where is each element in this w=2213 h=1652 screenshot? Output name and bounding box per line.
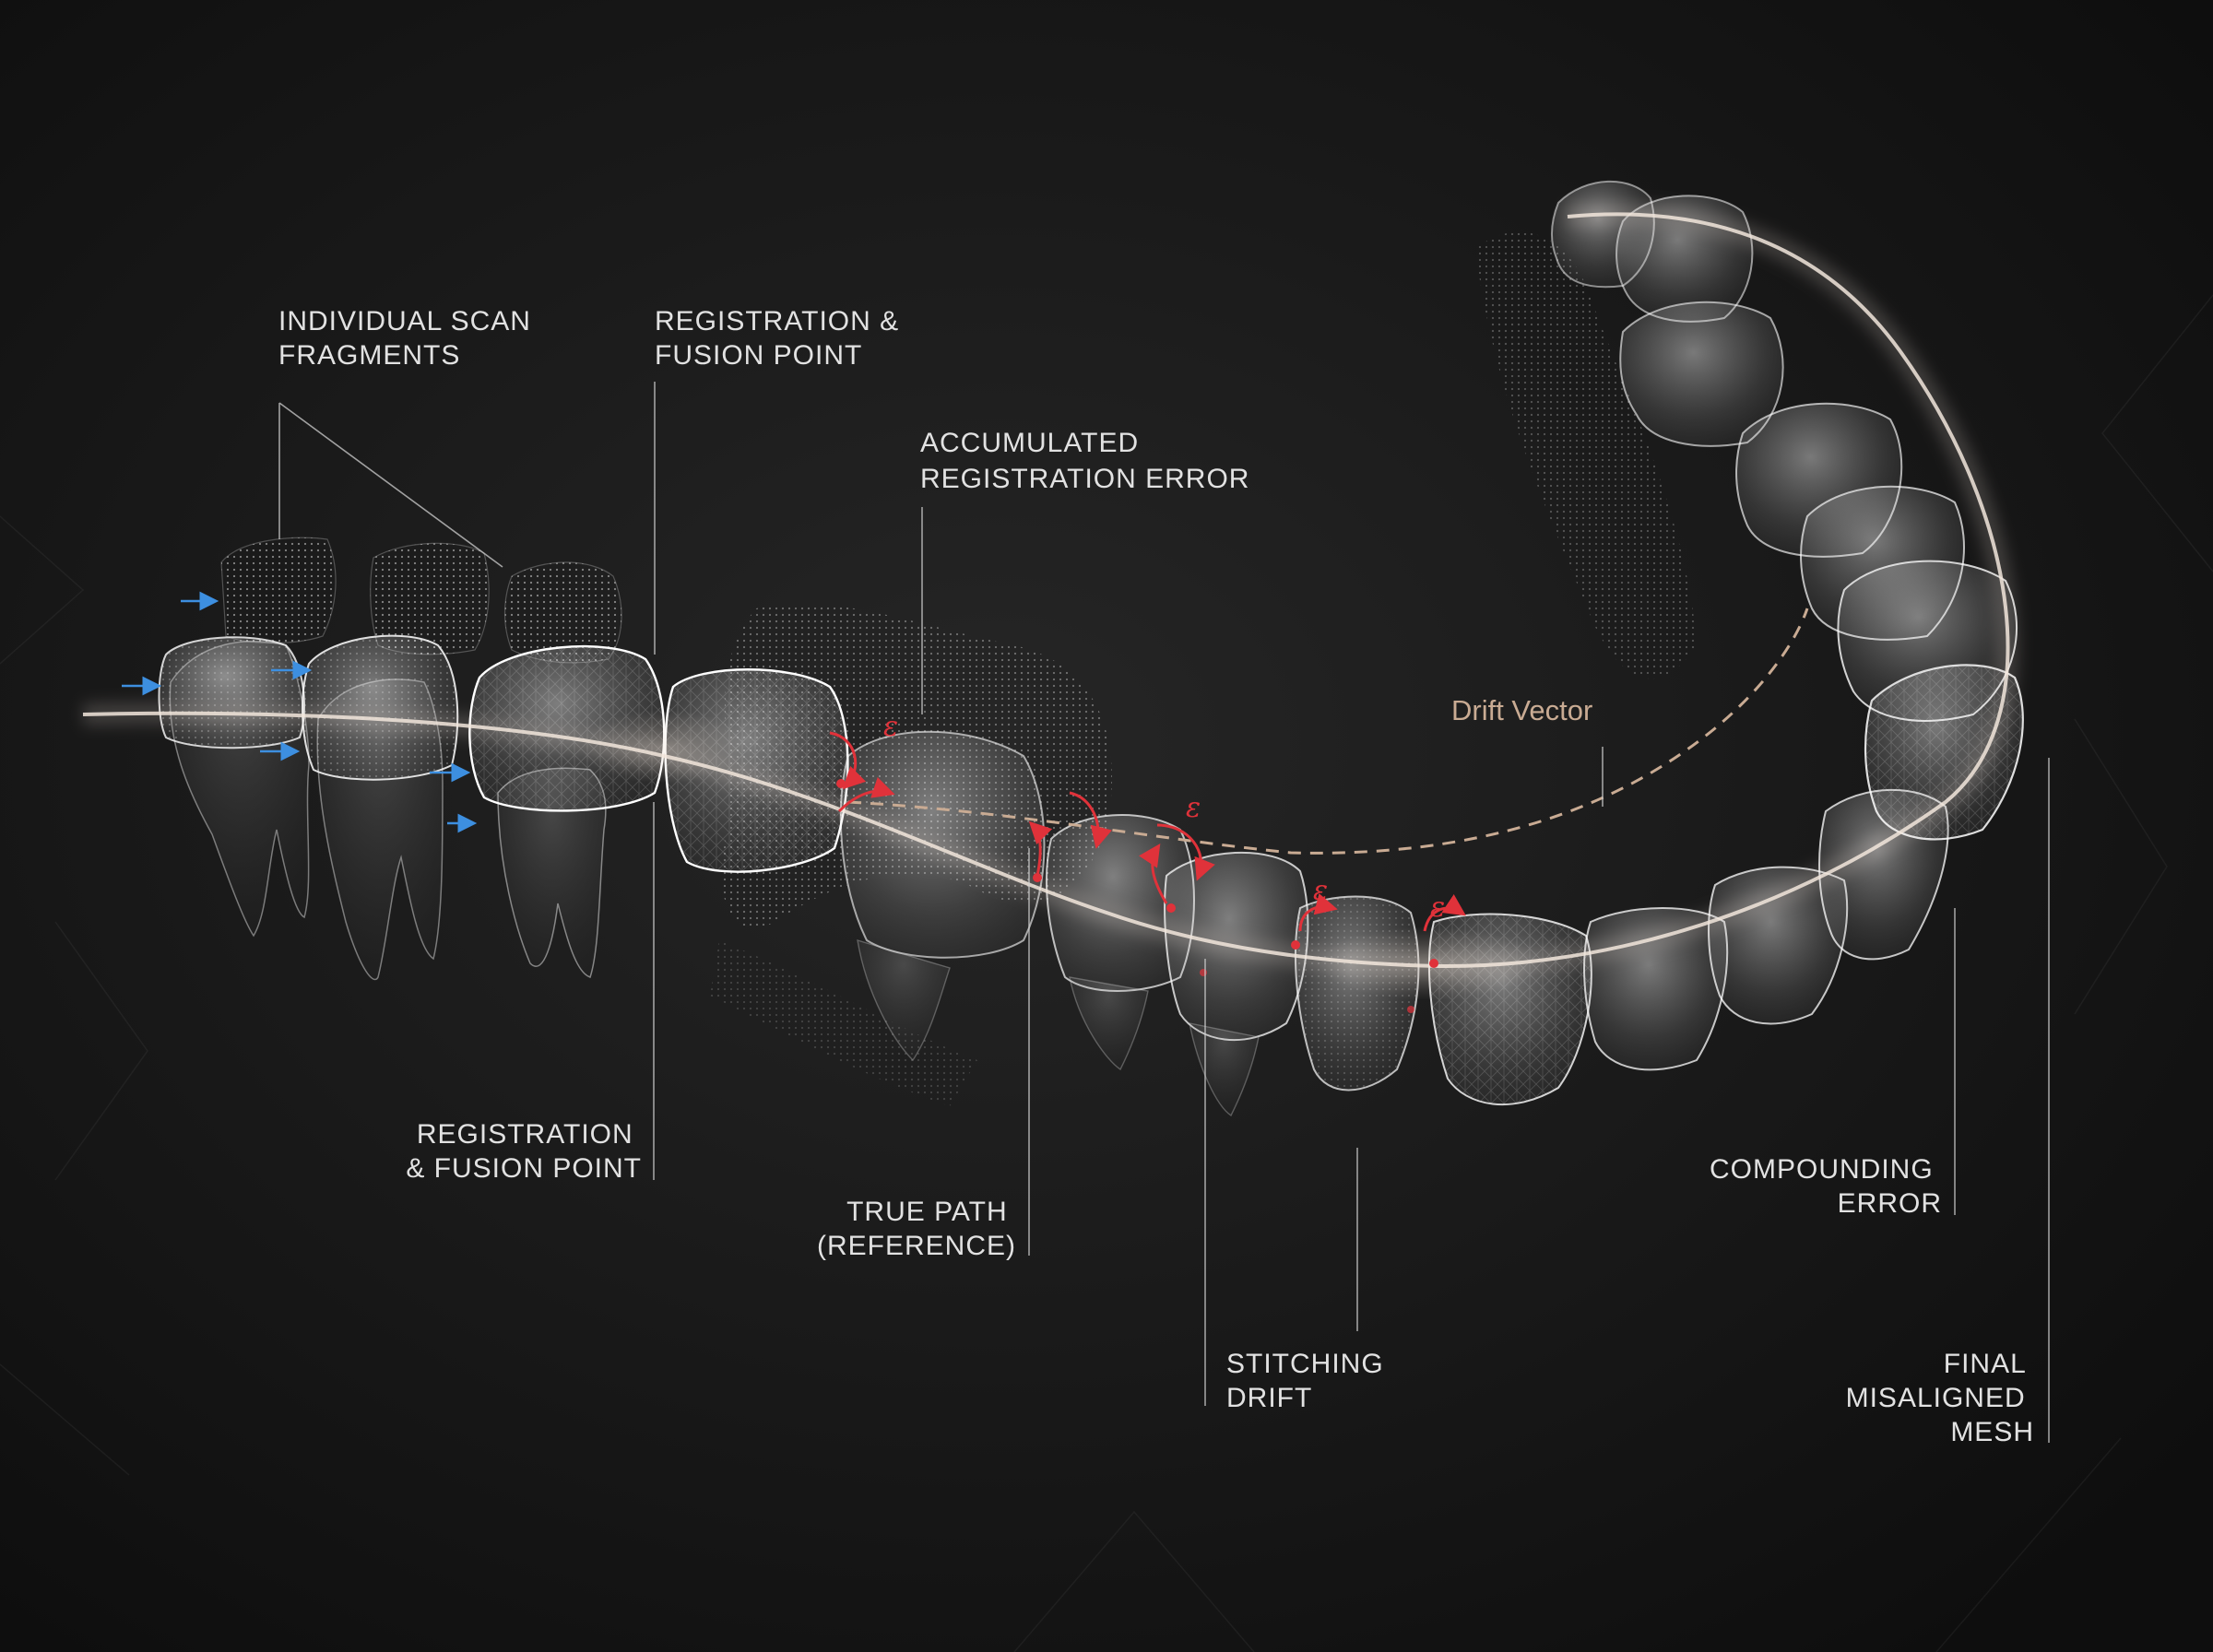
leader-individual-scan-fragments bbox=[278, 402, 503, 568]
diagram-labels: INDIVIDUAL SCAN FRAGMENTS REGISTRATION &… bbox=[278, 306, 2034, 1447]
registration-point bbox=[1166, 903, 1176, 913]
error-symbol: ε bbox=[883, 711, 898, 743]
scan-direction-arrows bbox=[122, 591, 478, 833]
label-individual-scan-fragments: INDIVIDUAL SCAN FRAGMENTS bbox=[278, 306, 539, 371]
registration-point bbox=[1033, 873, 1042, 882]
individual-scan-fragments bbox=[220, 537, 622, 664]
registration-points bbox=[836, 779, 1438, 1013]
error-rotation-arrow-icon bbox=[829, 731, 867, 790]
label-registration-fusion-point-bottom: REGISTRATION & FUSION POINT bbox=[406, 1119, 642, 1184]
error-rotation-arrow-icon bbox=[1069, 791, 1112, 849]
label-registration-fusion-point-top: REGISTRATION & FUSION POINT bbox=[655, 306, 907, 371]
error-rotation-arrow-icon bbox=[1139, 844, 1168, 904]
error-rotation-arrow-icon bbox=[1423, 894, 1466, 932]
tooth-molar-19 bbox=[1551, 180, 1655, 289]
error-rotation-arrow-icon bbox=[1028, 820, 1053, 877]
error-symbol: ε bbox=[1313, 875, 1328, 907]
error-symbol: ε bbox=[1186, 792, 1201, 824]
error-symbol: ε bbox=[1430, 891, 1445, 924]
tooth-molar-16 bbox=[1735, 402, 1903, 558]
registration-point bbox=[1291, 940, 1300, 950]
scan-fragment bbox=[370, 542, 490, 655]
registration-point bbox=[1200, 969, 1207, 976]
error-rotation-arrow-icon bbox=[1156, 823, 1215, 881]
background-grid-lines bbox=[0, 294, 2213, 1652]
registration-point bbox=[1407, 1006, 1414, 1013]
label-compounding-error: COMPOUNDING ERROR bbox=[1710, 1154, 1942, 1219]
drift-vector-line bbox=[847, 608, 1809, 855]
scan-fragment bbox=[220, 537, 337, 644]
error-rotation-arrow-icon bbox=[837, 776, 895, 813]
label-accumulated-registration-error: ACCUMULATED REGISTRATION ERROR bbox=[920, 428, 1249, 494]
tooth-molar-17 bbox=[1619, 301, 1784, 447]
label-stitching-drift: STITCHING DRIFT bbox=[1226, 1349, 1392, 1413]
label-drift-vector: Drift Vector bbox=[1451, 694, 1592, 726]
tooth-molar-2 bbox=[302, 634, 459, 981]
leader-lines bbox=[278, 382, 2050, 1443]
error-symbols: ε ε ε ε bbox=[883, 711, 1445, 924]
error-arrows bbox=[829, 731, 1466, 932]
label-final-misaligned-mesh: FINAL MISALIGNED MESH bbox=[1846, 1349, 2034, 1447]
error-rotation-arrow-icon bbox=[1298, 893, 1338, 932]
registration-point bbox=[1429, 959, 1438, 968]
registration-point bbox=[836, 779, 846, 788]
label-true-path-reference: TRUE PATH (REFERENCE) bbox=[817, 1197, 1016, 1261]
